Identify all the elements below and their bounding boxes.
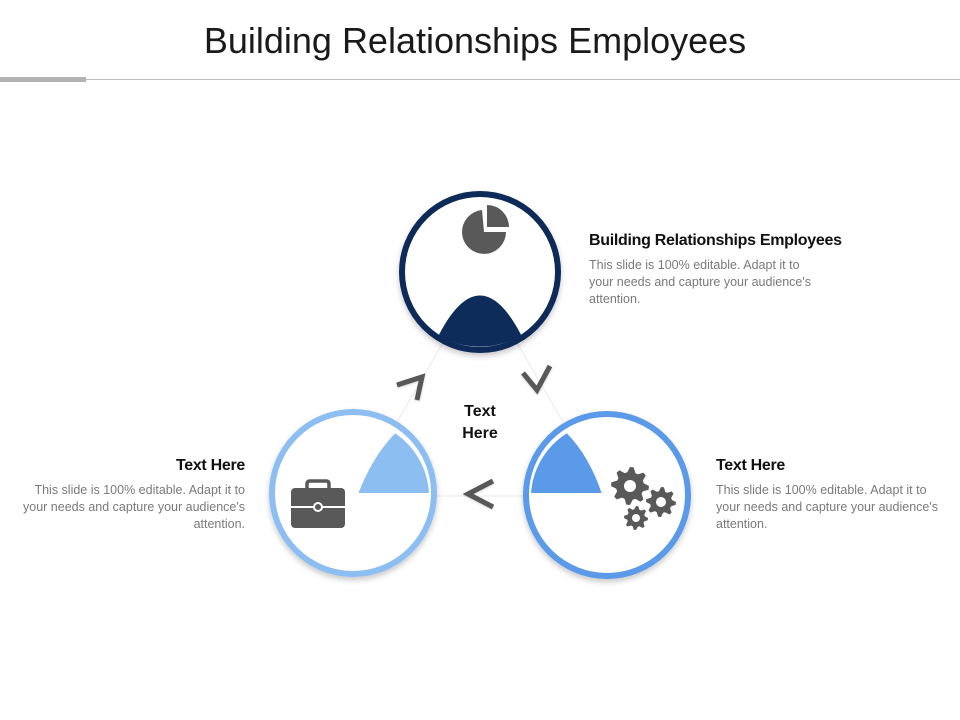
gear-shape	[611, 467, 649, 505]
top-circle	[399, 191, 561, 353]
text-block-body: This slide is 100% editable. Adapt it to…	[716, 483, 938, 531]
title-accent-bar	[0, 77, 86, 82]
right-triangle-segment	[528, 430, 605, 495]
text-block-top: Building Relationships Employees This sl…	[589, 232, 919, 308]
left-circle-node	[269, 409, 437, 577]
top-circle-node	[399, 191, 561, 353]
gear-shape	[624, 506, 648, 530]
text-block-left: Text Here This slide is 100% editable. A…	[20, 457, 245, 533]
briefcase-icon	[291, 479, 345, 528]
center-label: Text Here	[440, 401, 520, 445]
chevron-arrow-down-right	[521, 364, 553, 395]
center-label-line2: Here	[462, 425, 498, 442]
text-block-heading: Text Here	[175, 457, 245, 474]
title-divider	[0, 79, 960, 80]
chevron-arrow-up-left	[396, 373, 426, 401]
text-block-heading: Text Here	[716, 457, 786, 474]
right-circle-node	[523, 411, 691, 579]
chevron-arrow-left	[462, 478, 495, 510]
slide-title: Building Relationships Employees	[203, 20, 747, 61]
text-block-body: This slide is 100% editable. Adapt it to…	[589, 258, 811, 306]
text-block-heading: Building Relationships Employees	[589, 232, 842, 249]
text-block-right: Text Here This slide is 100% editable. A…	[716, 457, 944, 533]
gear-shape	[646, 487, 676, 517]
top-triangle-segment	[438, 295, 522, 347]
left-triangle-segment	[355, 430, 432, 495]
gears-icon	[611, 467, 676, 530]
pie-chart-icon	[462, 205, 509, 254]
text-block-body: This slide is 100% editable. Adapt it to…	[23, 483, 245, 531]
center-label-line1: Text	[464, 403, 496, 420]
